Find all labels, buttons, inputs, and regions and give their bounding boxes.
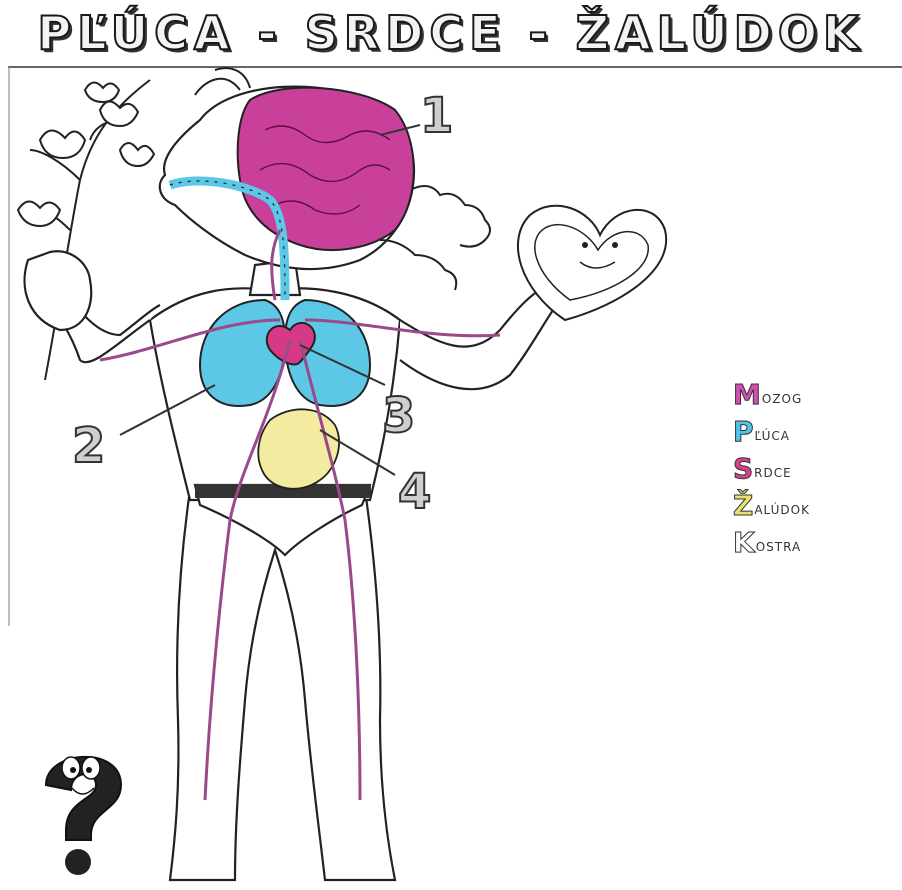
legend-rest: ALÚDOK bbox=[753, 503, 810, 520]
legend-rest: ĽÚCA bbox=[754, 429, 790, 446]
label-number-4: 4 bbox=[398, 468, 431, 516]
question-mark-icon bbox=[36, 740, 136, 880]
legend-initial: Ž bbox=[733, 492, 753, 520]
legend-initial: M bbox=[733, 381, 761, 409]
label-number-3: 3 bbox=[382, 392, 415, 440]
legend-rest: OSTRA bbox=[755, 540, 801, 557]
legend-initial: P bbox=[733, 418, 754, 446]
legend-rest: OZOG bbox=[761, 392, 802, 409]
legend-initial: S bbox=[733, 455, 753, 483]
label-number-1: 1 bbox=[420, 92, 453, 140]
legend-initial: K bbox=[733, 529, 755, 557]
label-number-2: 2 bbox=[72, 422, 105, 470]
legend-rest: RDCE bbox=[753, 466, 792, 483]
